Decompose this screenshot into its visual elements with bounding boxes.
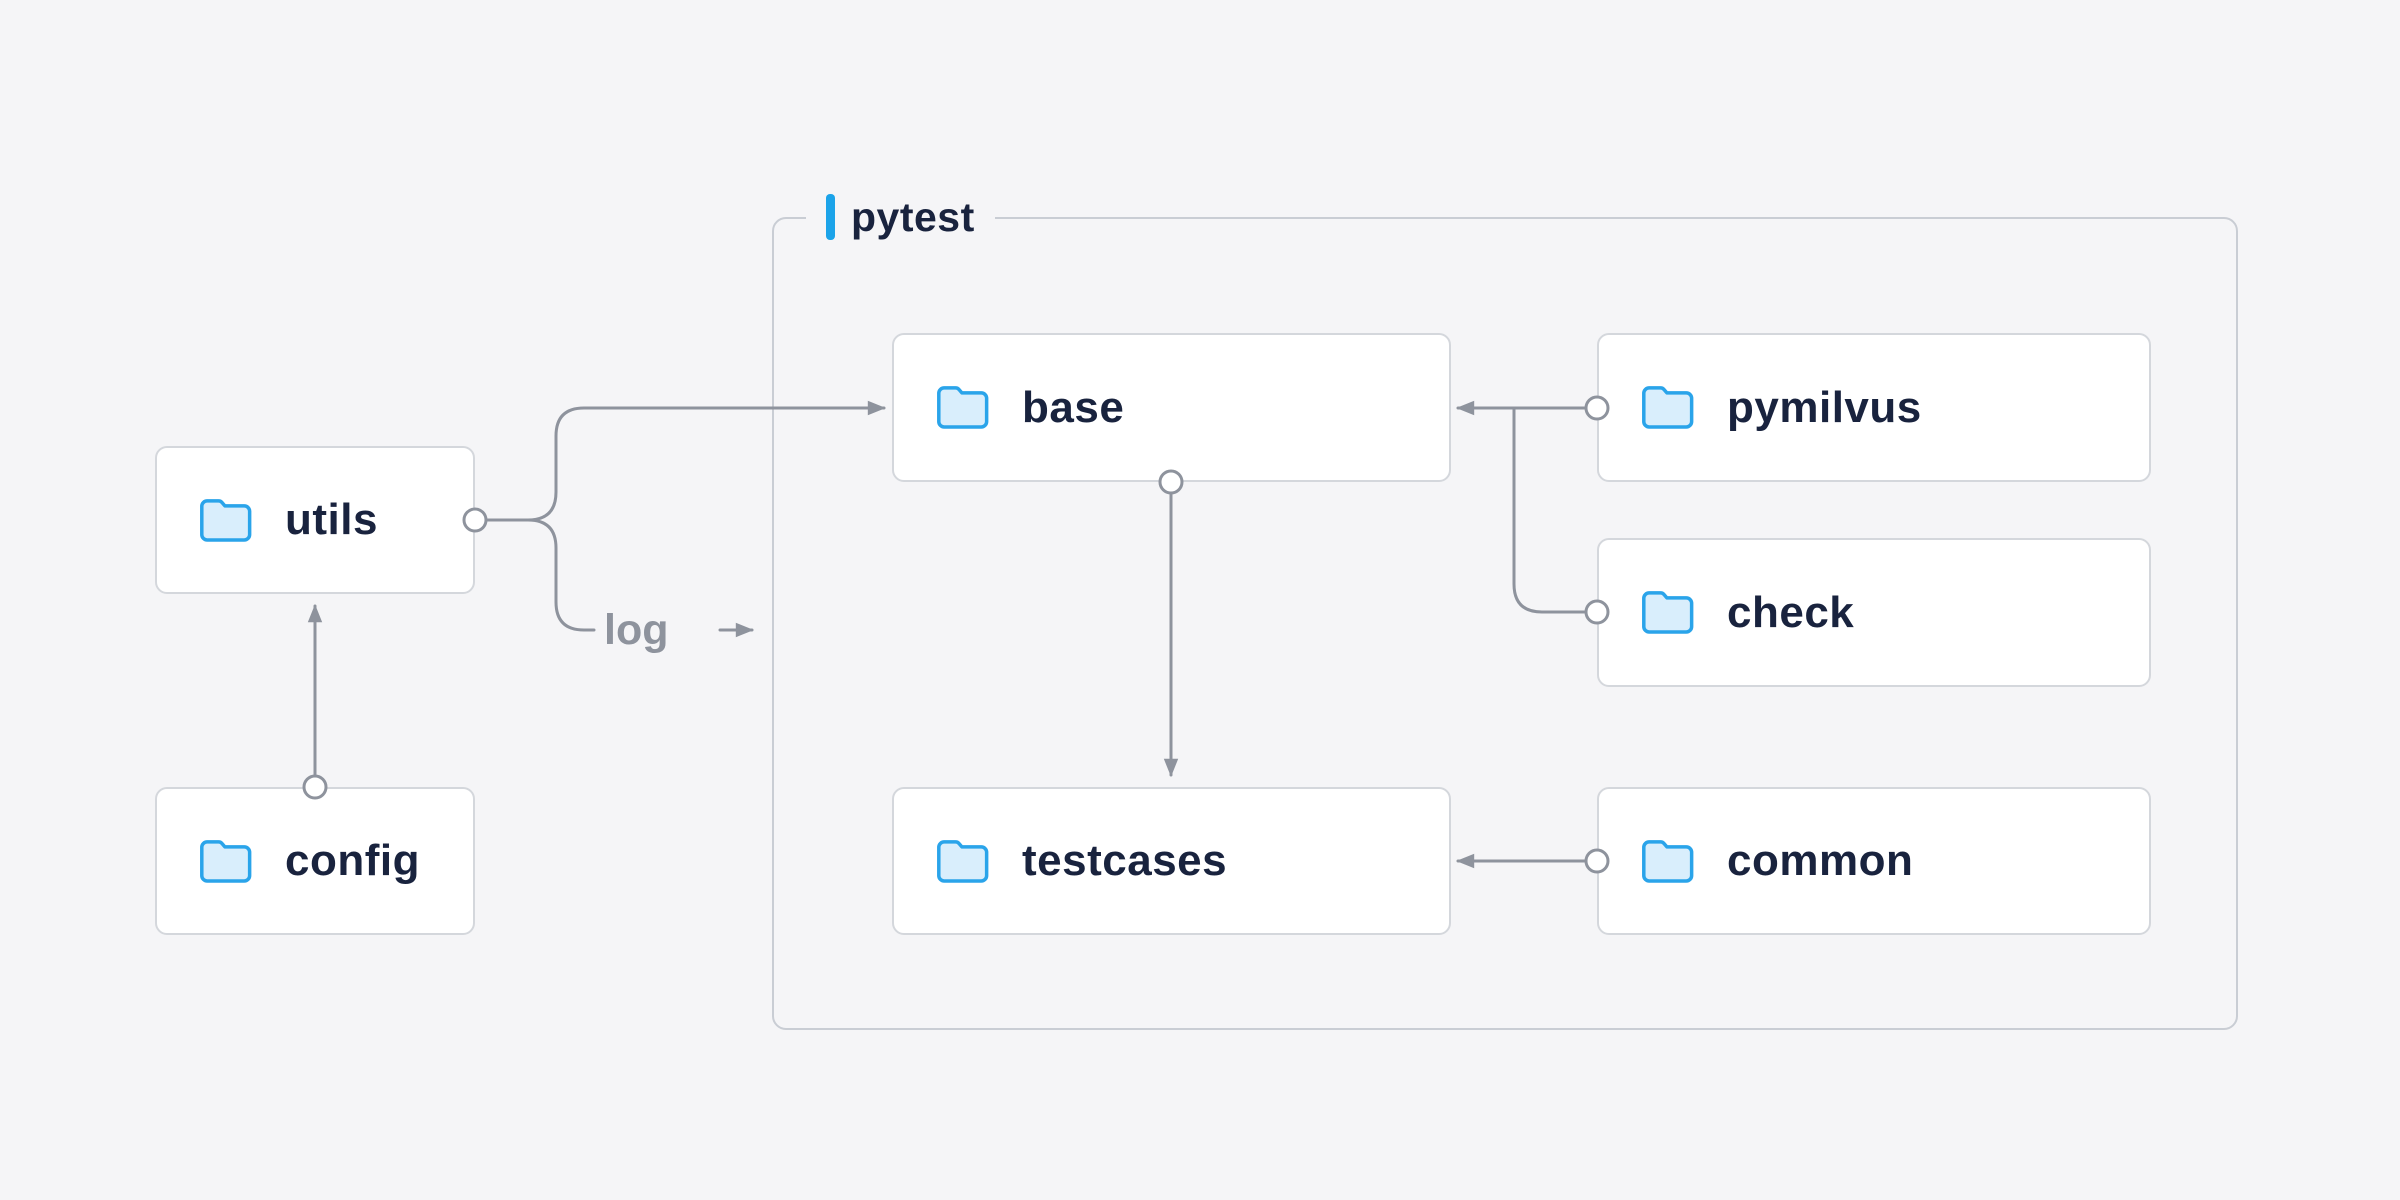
folder-icon bbox=[936, 384, 992, 431]
node-label: common bbox=[1727, 836, 1914, 885]
node-label: base bbox=[1022, 382, 1125, 432]
node-base: base bbox=[892, 333, 1451, 482]
node-label: utils bbox=[285, 495, 378, 544]
node-pymilvus: pymilvus bbox=[1597, 333, 2151, 482]
pytest-group-label-text: pytest bbox=[851, 193, 975, 240]
folder-icon bbox=[1641, 589, 1697, 636]
node-label: check bbox=[1727, 587, 1855, 637]
edge-label-log: log bbox=[604, 605, 669, 654]
node-label: pymilvus bbox=[1727, 382, 1922, 432]
node-utils: utils bbox=[155, 446, 475, 594]
pytest-group bbox=[772, 217, 2238, 1030]
node-label: config bbox=[285, 836, 420, 885]
node-config: config bbox=[155, 787, 475, 935]
node-common: common bbox=[1597, 787, 2151, 935]
folder-icon bbox=[936, 838, 992, 885]
node-check: check bbox=[1597, 538, 2151, 687]
folder-icon bbox=[1641, 384, 1697, 431]
edge-utils-log bbox=[526, 518, 596, 632]
pytest-group-label: pytest bbox=[806, 183, 995, 251]
folder-icon bbox=[199, 838, 255, 885]
folder-icon bbox=[1641, 838, 1697, 885]
node-testcases: testcases bbox=[892, 787, 1451, 935]
node-label: testcases bbox=[1022, 836, 1228, 885]
folder-icon bbox=[199, 497, 255, 544]
accent-bar bbox=[826, 194, 835, 240]
